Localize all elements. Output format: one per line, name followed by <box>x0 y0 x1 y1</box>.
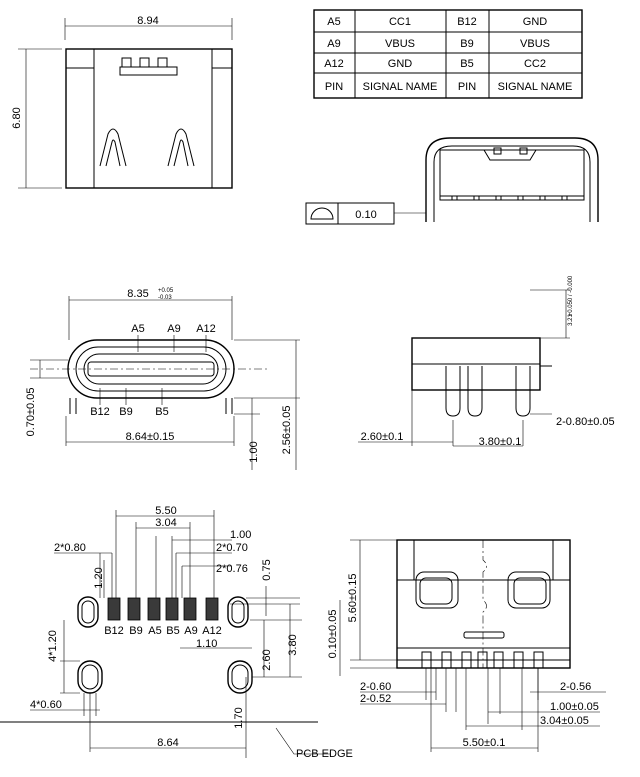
fp-dim-4-1-20: 4*1.20 <box>47 630 59 662</box>
pin-label: A12 <box>196 323 216 335</box>
pin-table: A5 CC1 B12 GND A9 VBUS B9 VBUS A12 GND B… <box>313 9 583 99</box>
table-cell: A5 <box>327 16 340 28</box>
fp-dim-1-70: 1.70 <box>233 707 245 728</box>
top-view-body <box>65 48 233 189</box>
fp-dim-8-64: 8.64 <box>157 737 178 749</box>
front-width-tol-minus: -0.03 <box>158 295 172 301</box>
mount-oval-top-right <box>227 596 249 628</box>
fp-dim-4-0-60: 4*0.60 <box>30 699 62 711</box>
bv-dim-3-04: 3.04±0.05 <box>540 715 589 727</box>
pad-label: A12 <box>202 625 222 637</box>
flatness-tolerance-frame: 0.10 <box>305 202 426 225</box>
fp-dim-5-50: 5.50 <box>155 505 176 517</box>
side-profile-view <box>425 137 599 222</box>
front-view: 8.35 +0.05 -0.03 A5 A9 A12 0.70±0.05 B12… <box>25 288 300 470</box>
front-height-dim: 0.70±0.05 <box>25 388 37 437</box>
top-width-dim: 8.94 <box>137 15 158 27</box>
pin-label: A9 <box>167 323 180 335</box>
pad-a9 <box>183 597 197 621</box>
table-cell: B9 <box>460 38 473 50</box>
bv-dim-2-0-52: 2-0.52 <box>360 693 391 705</box>
table-cell: GND <box>523 16 548 28</box>
front-dim-1-00: 1.00 <box>248 441 260 462</box>
table-header-cell: SIGNAL NAME <box>363 81 438 93</box>
fp-dim-1-10: 1.10 <box>196 638 217 650</box>
fp-dim-3-04: 3.04 <box>155 517 176 529</box>
pad-a12 <box>205 597 219 621</box>
table-cell: B5 <box>460 58 473 70</box>
bv-dim-2-0-56: 2-0.56 <box>560 681 591 693</box>
table-header-cell: PIN <box>325 81 343 93</box>
fp-dim-1-00: 1.00 <box>230 529 251 541</box>
table-cell: A12 <box>324 58 344 70</box>
flatness-icon <box>310 207 334 220</box>
table-header-cell: PIN <box>458 81 476 93</box>
table-cell: VBUS <box>520 38 550 50</box>
bv-dim-2-0-60: 2-0.60 <box>360 681 391 693</box>
fp-dim-2-076: 2*0.76 <box>216 563 248 575</box>
fp-dim-2-080: 2*0.80 <box>54 542 86 554</box>
table-cell: A9 <box>327 38 340 50</box>
fp-dim-3-80: 3.80 <box>287 634 299 655</box>
pin-label: B9 <box>119 406 132 418</box>
pin-label: B5 <box>155 406 168 418</box>
bottom-view-body <box>396 539 571 669</box>
table-cell: CC2 <box>524 58 546 70</box>
pin-label: B12 <box>90 406 110 418</box>
pad-label: B12 <box>104 625 124 637</box>
table-cell: VBUS <box>385 38 415 50</box>
pad-b9 <box>127 597 141 621</box>
front-bottom-width-dim: 8.64±0.15 <box>126 431 175 443</box>
pad-label: A5 <box>148 625 161 637</box>
fp-dim-2-070: 2*0.70 <box>216 542 248 554</box>
table-cell: CC1 <box>389 16 411 28</box>
pcb-footprint: 5.50 3.04 1.00 2*0.80 2*0.70 2*0.76 1.20… <box>0 505 353 760</box>
side-dim-3-80: 3.80±0.1 <box>479 436 522 448</box>
fp-dim-2-60: 2.60 <box>261 649 273 670</box>
bv-dim-0-10: 0.10±0.05 <box>327 610 339 659</box>
pad-b5 <box>165 597 179 621</box>
pad-a5 <box>147 597 161 621</box>
pin-label: A5 <box>131 323 144 335</box>
bv-dim-5-60: 5.60±0.15 <box>347 574 359 623</box>
pcb-edge-label: PCB EDGE <box>296 748 353 760</box>
side-dim-3-21-tol: +0.050 / -0.000 <box>568 275 574 316</box>
front-dim-2-56: 2.56±0.05 <box>281 406 293 455</box>
side-view: 3.21 +0.050 / -0.000 2.60±0.1 3.80±0.1 2… <box>358 275 615 448</box>
pad-label: B5 <box>166 625 179 637</box>
pad-label: A9 <box>184 625 197 637</box>
top-height-dim: 6.80 <box>11 107 23 128</box>
flatness-value: 0.10 <box>355 209 376 221</box>
pad-label: B9 <box>129 625 142 637</box>
mount-oval-top-left <box>77 596 99 628</box>
front-width-tol-plus: +0.05 <box>158 288 174 294</box>
top-view: 8.94 6.80 <box>11 15 233 189</box>
pad-b12 <box>107 597 121 621</box>
side-dim-2-0-80: 2-0.80±0.05 <box>556 416 615 428</box>
bottom-view: 5.60±0.15 0.10±0.05 2-0.60 2-0.52 2-0.56… <box>327 539 606 752</box>
front-width-dim: 8.35 <box>127 288 148 300</box>
table-header-cell: SIGNAL NAME <box>498 81 573 93</box>
side-dim-2-60: 2.60±0.1 <box>361 431 404 443</box>
fp-dim-1-20: 1.20 <box>93 567 105 588</box>
bv-dim-1-00: 1.00±0.05 <box>550 701 599 713</box>
bv-dim-5-50: 5.50±0.1 <box>463 737 506 749</box>
side-dim-3-21: 3.21 <box>568 314 574 326</box>
fp-dim-0-75: 0.75 <box>261 559 273 580</box>
table-cell: B12 <box>457 16 477 28</box>
table-cell: GND <box>388 58 413 70</box>
